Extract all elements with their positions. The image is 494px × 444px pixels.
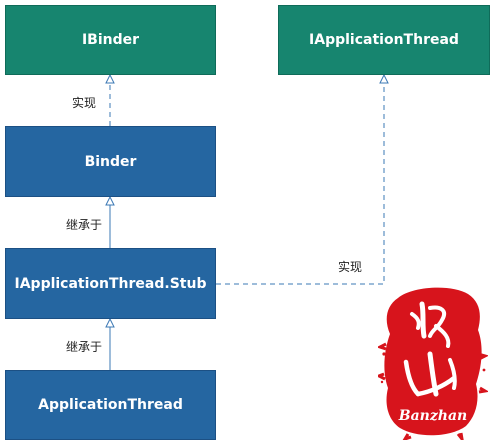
- node-iapplicationthread-label: IApplicationThread: [309, 32, 459, 48]
- edge-label-binder-implements: 实现: [70, 95, 99, 111]
- binder-implements-ibinder-arrow: [105, 73, 115, 84]
- seal-text: Banzhan: [398, 408, 467, 424]
- node-iapplicationthread: IApplicationThread: [278, 5, 490, 75]
- stub-implements-iapplicationthread-arrow: [379, 73, 389, 84]
- node-binder: Binder: [5, 126, 216, 197]
- stub-extends-binder-arrow: [105, 195, 115, 206]
- edge-label-stub-extends: 继承于: [64, 217, 105, 233]
- node-ibinder: IBinder: [5, 5, 216, 75]
- node-applicationthread: ApplicationThread: [5, 370, 216, 440]
- stub-implements-iapplicationthread-line: [216, 77, 385, 285]
- node-ibinder-label: IBinder: [81, 32, 140, 48]
- applicationthread-extends-stub-arrow: [105, 317, 115, 328]
- node-iapplicationthread-stub: IApplicationThread.Stub: [5, 248, 216, 319]
- seal-logo: Banzhan: [378, 287, 488, 440]
- node-binder-label: Binder: [84, 153, 137, 170]
- node-applicationthread-label: ApplicationThread: [38, 397, 183, 413]
- node-iapplicationthread-stub-label: IApplicationThread.Stub: [14, 275, 207, 292]
- edge-label-stub-implements: 实现: [336, 259, 365, 275]
- edge-label-applicationthread-extends: 继承于: [64, 339, 105, 355]
